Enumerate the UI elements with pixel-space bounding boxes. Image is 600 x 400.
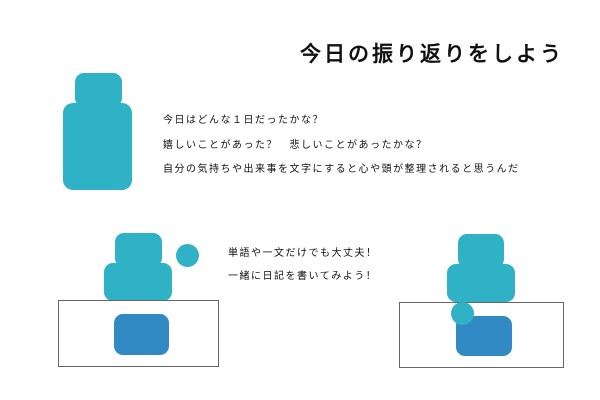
page-title: 今日の振り返りをしよう xyxy=(300,42,564,66)
figure-body xyxy=(104,263,172,301)
intro-line-3: 自分の気持ちや出来事を文字にすると心や頭が整理されると思うんだ xyxy=(163,164,520,175)
encourage-line-2: 一緒に日記を書いてみよう！ xyxy=(228,271,378,282)
figure-body xyxy=(447,264,515,302)
figure-body xyxy=(63,103,132,190)
writing-hand xyxy=(451,302,474,325)
figure-head xyxy=(75,73,122,107)
notebook xyxy=(114,314,169,355)
figure-head xyxy=(115,233,162,267)
intro-line-2: 嬉しいことがあった？ 悲しいことがあったかな？ xyxy=(163,140,428,151)
desk xyxy=(58,300,219,367)
encourage-line-1: 単語や一文だけでも大丈夫！ xyxy=(228,248,378,259)
thought-bubble xyxy=(176,244,199,267)
figure-head xyxy=(458,234,504,268)
intro-line-1: 今日はどんな１日だったかな？ xyxy=(163,115,324,126)
desk xyxy=(399,302,564,368)
